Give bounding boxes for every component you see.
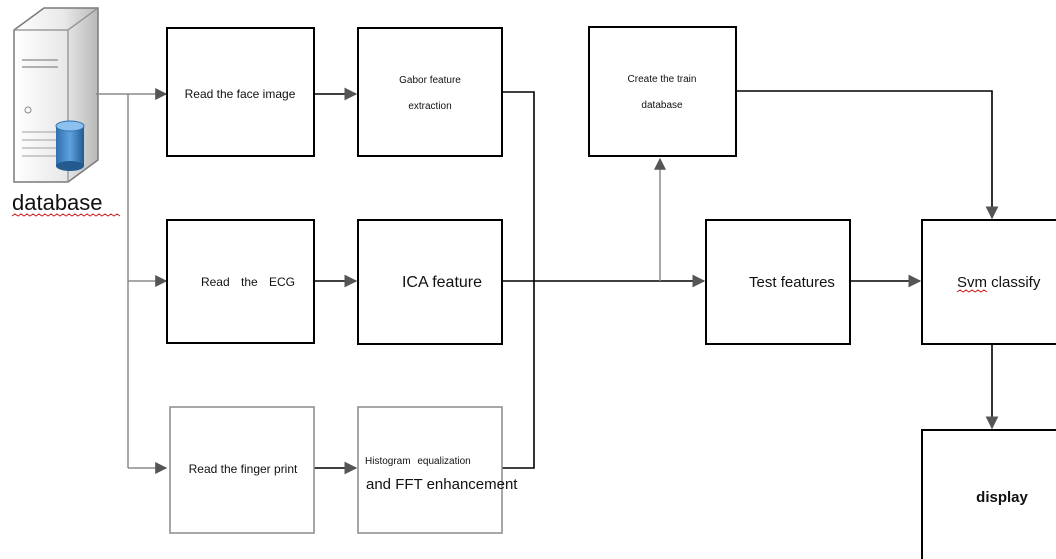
read-face-image-label: Read the face image bbox=[185, 87, 296, 101]
read-ecg-label: Read the ECG bbox=[201, 275, 295, 289]
create-train-database-label-line2: database bbox=[641, 100, 683, 111]
ica-feature-box bbox=[357, 219, 503, 345]
read-ecg-box bbox=[166, 219, 315, 344]
spellcheck-underline bbox=[11, 213, 121, 217]
svm-classify-label: Svm classify bbox=[957, 274, 1041, 291]
read-finger-print-label: Read the finger print bbox=[189, 462, 298, 476]
read-finger-print-box bbox=[169, 406, 315, 534]
spellcheck-underline bbox=[956, 289, 988, 293]
gabor-feature-label-line1: Gabor feature bbox=[399, 75, 461, 86]
connector-lines bbox=[96, 87, 999, 475]
test-features-box bbox=[705, 219, 851, 345]
gabor-feature-label-line2: extraction bbox=[408, 101, 451, 112]
histogram-fft-label-line1: Histogram equalization bbox=[365, 456, 471, 467]
svm-classify-box bbox=[921, 219, 1056, 345]
ica-feature-label: ICA feature bbox=[402, 274, 482, 291]
test-features-label: Test features bbox=[749, 274, 835, 291]
display-label: display bbox=[976, 489, 1028, 506]
gabor-feature-box bbox=[357, 27, 503, 157]
histogram-fft-label-line2: and FFT enhancement bbox=[366, 476, 518, 493]
database-label: database bbox=[12, 190, 103, 215]
histogram-fft-box bbox=[357, 406, 503, 534]
read-face-image-box bbox=[166, 27, 315, 157]
database-cylinder-icon bbox=[55, 120, 85, 171]
display-box bbox=[921, 429, 1056, 559]
create-train-database-box bbox=[588, 26, 737, 157]
create-train-database-label-line1: Create the train bbox=[628, 74, 697, 85]
